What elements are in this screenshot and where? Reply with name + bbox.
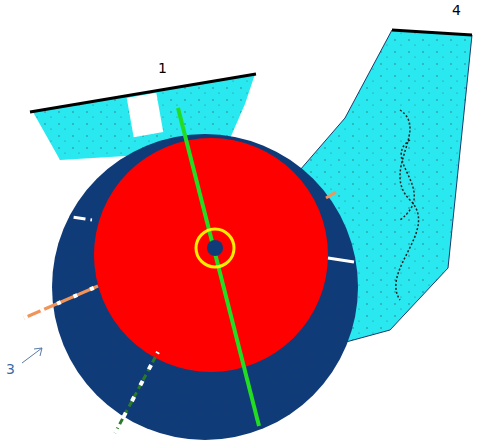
material-flow (396, 110, 419, 300)
rotor (94, 138, 328, 372)
hopper-top (30, 74, 256, 112)
shaft-ring (196, 229, 234, 267)
orange-marker-ticks (24, 286, 98, 318)
green-marker (115, 352, 158, 433)
white-marker (40, 212, 92, 220)
leader-arrowhead (34, 348, 42, 356)
orange-marker (24, 286, 98, 318)
white-marker (328, 258, 354, 262)
callout-number: 1 (158, 60, 167, 76)
green-marker-ticks (115, 352, 158, 433)
hopper-gap (127, 93, 163, 138)
callout-number: 4 (452, 2, 461, 18)
orange-marker (326, 192, 336, 198)
outlet-top (392, 30, 472, 35)
callout-number: 3 (6, 361, 15, 377)
leader-line (22, 348, 42, 363)
axis-line (178, 108, 259, 426)
shaft (207, 240, 223, 256)
